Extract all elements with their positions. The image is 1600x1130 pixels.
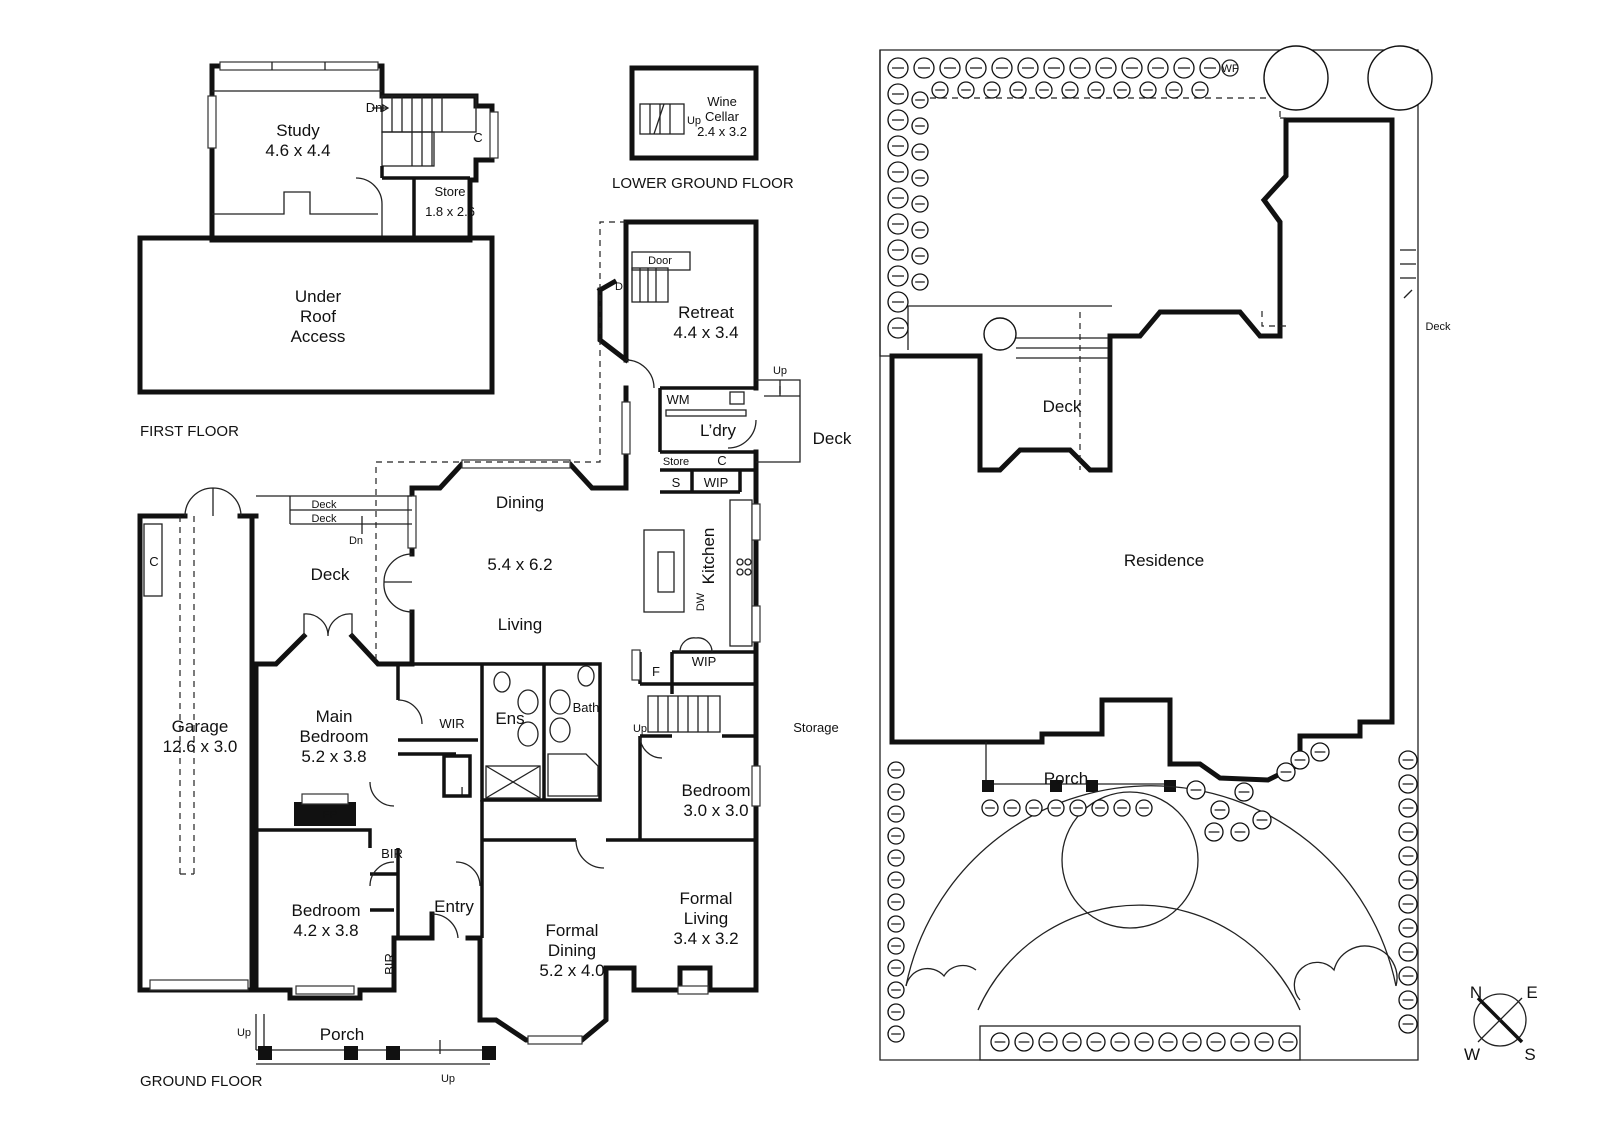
compass-west: W xyxy=(1464,1045,1480,1064)
back-bedroom-label: Bedroom xyxy=(682,781,751,800)
laundry-label: L’dry xyxy=(700,421,736,440)
storage-label: Storage xyxy=(793,720,839,735)
lower-ground-floor xyxy=(629,65,759,161)
first-floor-cupboard: C xyxy=(473,130,482,145)
ground-floor xyxy=(137,219,801,1065)
laundry-deck-label: Deck xyxy=(813,429,852,448)
site-deck-label: Deck xyxy=(1043,397,1082,416)
first-floor-title: FIRST FLOOR xyxy=(140,423,239,440)
front-bir-label: BIR xyxy=(382,953,397,975)
garage-label: Garage xyxy=(172,717,229,736)
formal-dining-size: 5.2 x 4.0 xyxy=(539,961,604,980)
compass-east: E xyxy=(1526,983,1537,1002)
landscape-shrubs xyxy=(887,57,1418,1052)
wine-cellar-label-1: Wine xyxy=(707,94,737,109)
study-label: Study xyxy=(276,121,320,140)
study-size: 4.6 x 4.4 xyxy=(265,141,330,160)
retreat-label: Retreat xyxy=(678,303,734,322)
site-wf-label: WF xyxy=(1221,63,1238,75)
rear-deck-step-1: Deck xyxy=(311,499,337,511)
under-roof-label-3: Access xyxy=(291,327,346,346)
retreat-door-label: Door xyxy=(648,255,672,267)
back-bedroom-size: 3.0 x 3.0 xyxy=(683,801,748,820)
store-first-label: Store xyxy=(434,184,465,199)
laundry-wip-label: WIP xyxy=(704,475,729,490)
first-floor xyxy=(137,61,499,395)
lower-ground-floor-title: LOWER GROUND FLOOR xyxy=(612,175,794,192)
kitchen-wip-label: WIP xyxy=(692,654,717,669)
formal-dining-label-1: Formal xyxy=(546,921,599,940)
first-floor-stair-dn: Dn xyxy=(366,100,383,115)
site-side-deck-label: Deck xyxy=(1425,321,1451,333)
storage-stair-up: Up xyxy=(633,723,647,735)
washing-machine-label: WM xyxy=(666,392,689,407)
laundry-s-label: S xyxy=(672,475,681,490)
retreat-size: 4.4 x 3.4 xyxy=(673,323,738,342)
dining-living-size: 5.4 x 6.2 xyxy=(487,555,552,574)
wine-cellar-up: Up xyxy=(687,115,701,127)
labels: FIRST FLOOR LOWER GROUND FLOOR GROUND FL… xyxy=(140,63,1538,1090)
kitchen-label: Kitchen xyxy=(699,528,718,585)
ground-floor-title: GROUND FLOOR xyxy=(140,1073,263,1090)
formal-living-size: 3.4 x 3.2 xyxy=(673,929,738,948)
dishwasher-label: DW xyxy=(695,592,707,611)
entry-label: Entry xyxy=(434,897,474,916)
porch-front-up: Up xyxy=(441,1073,455,1085)
porch-side-up: Up xyxy=(237,1027,251,1039)
laundry-deck-up: Up xyxy=(773,365,787,377)
formal-living-label-1: Formal xyxy=(680,889,733,908)
rear-deck-dn: Dn xyxy=(349,535,363,547)
dining-label: Dining xyxy=(496,493,544,512)
front-bedroom-size: 4.2 x 3.8 xyxy=(293,921,358,940)
formal-dining-label-2: Dining xyxy=(548,941,596,960)
walk-in-robe-label: WIR xyxy=(439,716,464,731)
front-bedroom-label: Bedroom xyxy=(292,901,361,920)
front-porch-label: Porch xyxy=(320,1025,364,1044)
fridge-label: F xyxy=(652,664,660,679)
garage-size: 12.6 x 3.0 xyxy=(163,737,238,756)
compass-north: N xyxy=(1470,983,1482,1002)
laundry-cupboard: C xyxy=(717,453,726,468)
living-label: Living xyxy=(498,615,542,634)
rear-deck-step-2: Deck xyxy=(311,513,337,525)
main-bedroom-label-2: Bedroom xyxy=(300,727,369,746)
fireplace-label: FP xyxy=(323,809,337,821)
wine-cellar-label-2: Cellar xyxy=(705,109,740,124)
bath-label: Bath xyxy=(573,700,600,715)
store-first-size: 1.8 x 2.6 xyxy=(425,204,475,219)
linen-label: L xyxy=(460,784,467,799)
main-bedroom-label-1: Main xyxy=(316,707,353,726)
site-residence-label: Residence xyxy=(1124,551,1204,570)
rear-deck-label: Deck xyxy=(311,565,350,584)
site-porch-label: Porch xyxy=(1044,769,1088,788)
under-roof-label-2: Roof xyxy=(300,307,336,326)
main-bir-label: BIR xyxy=(381,846,403,861)
garage-cupboard: C xyxy=(149,554,158,569)
site-plan xyxy=(879,45,1527,1061)
wine-cellar-size: 2.4 x 3.2 xyxy=(697,124,747,139)
retreat-stair-dn: Dn xyxy=(615,281,629,293)
ensuite-label: Ens xyxy=(495,709,524,728)
under-roof-label-1: Under xyxy=(295,287,342,306)
compass-south: S xyxy=(1524,1045,1535,1064)
laundry-store-label: Store xyxy=(663,456,689,468)
formal-living-label-2: Living xyxy=(684,909,728,928)
main-bedroom-size: 5.2 x 3.8 xyxy=(301,747,366,766)
